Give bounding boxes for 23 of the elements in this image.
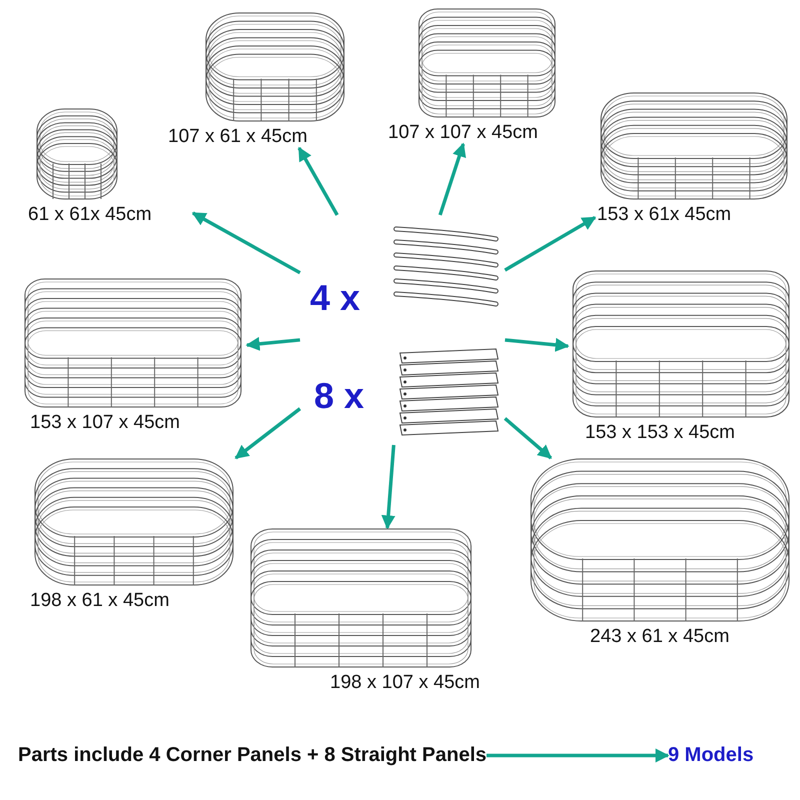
quantity-label: 4 x: [310, 277, 360, 319]
dimension-label: 153 x 61x 45cm: [597, 204, 732, 226]
dimension-label: 153 x 153 x 45cm: [585, 422, 735, 444]
dimension-label: 107 x 107 x 45cm: [388, 122, 538, 144]
arrow: [246, 336, 300, 351]
arrow: [438, 142, 466, 216]
arrow: [381, 444, 396, 530]
quantity-label: 8 x: [314, 375, 364, 417]
arrow: [504, 338, 570, 352]
arrow: [486, 748, 670, 762]
dimension-label: 198 x 61 x 45cm: [30, 590, 170, 612]
dimension-label: 153 x 107 x 45cm: [30, 412, 180, 434]
arrow: [504, 216, 596, 272]
dimension-label: 107 x 61 x 45cm: [168, 126, 308, 148]
arrow: [504, 417, 552, 460]
parts-summary: Parts include 4 Corner Panels + 8 Straight Panels: [18, 744, 487, 767]
arrow: [298, 146, 339, 216]
models-count: 9 Models: [668, 744, 754, 767]
arrow: [234, 407, 302, 460]
dimension-label: 61 x 61x 45cm: [28, 204, 152, 226]
dimension-label: 198 x 107 x 45cm: [330, 672, 480, 694]
arrow: [192, 212, 301, 274]
dimension-label: 243 x 61 x 45cm: [590, 626, 730, 648]
